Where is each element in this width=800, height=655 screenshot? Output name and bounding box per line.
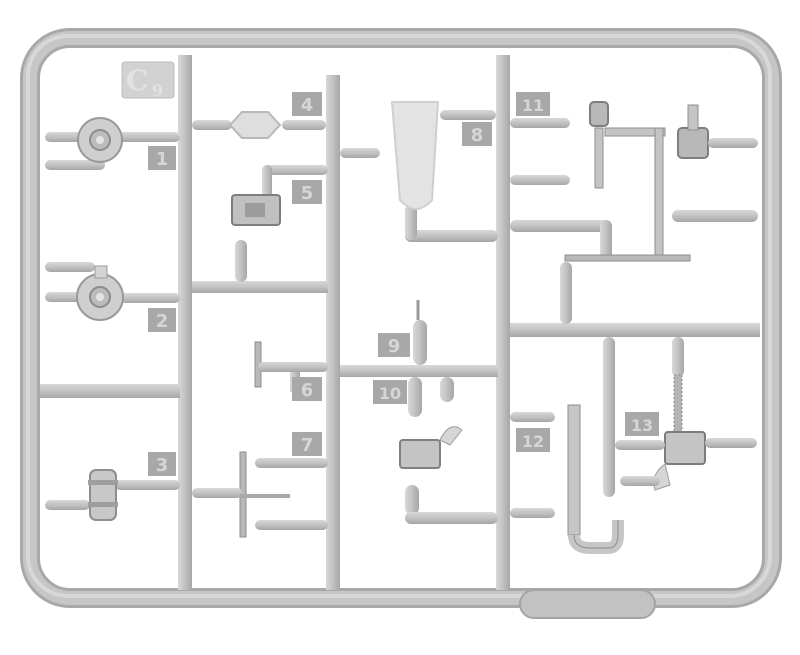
- svg-text:7: 7: [301, 435, 314, 456]
- part-tag-8: 8: [462, 122, 492, 146]
- part-tag-11: 11: [516, 92, 550, 116]
- svg-text:9: 9: [388, 336, 401, 357]
- sprue-runners: [40, 55, 760, 590]
- svg-text:10: 10: [379, 384, 401, 403]
- part-9-10-lever: [399, 300, 498, 524]
- sprue-letter: C: [126, 64, 148, 97]
- part-tag-13: 13: [625, 412, 659, 436]
- part-2-wheel: [45, 262, 180, 321]
- part-tag-1: 1: [148, 146, 176, 170]
- part-4-nut: [192, 111, 326, 139]
- part-8-clear-lens: [340, 101, 498, 242]
- part-tag-6: 6: [292, 377, 322, 401]
- part-5-box: [231, 165, 328, 282]
- sprue-frame: [20, 28, 782, 619]
- part-12-pipe: [510, 337, 624, 554]
- part-tag-7: 7: [292, 432, 322, 456]
- svg-text:3: 3: [156, 455, 169, 476]
- svg-text:1: 1: [156, 149, 169, 170]
- part-tag-9: 9: [378, 333, 410, 357]
- svg-text:13: 13: [631, 416, 653, 435]
- part-3-barrel: [45, 469, 180, 521]
- part-7-shaft: [192, 451, 328, 538]
- part-tag-12: 12: [516, 428, 550, 452]
- svg-text:2: 2: [156, 311, 169, 332]
- part-number-tags: 1 2 3 4 5 6 7 8: [148, 92, 659, 476]
- sprue-number: 9: [152, 81, 163, 100]
- part-tag-3: 3: [148, 452, 176, 476]
- svg-text:5: 5: [301, 183, 314, 204]
- part-tag-10: 10: [373, 380, 407, 404]
- part-tag-2: 2: [148, 308, 176, 332]
- part-tag-4: 4: [292, 92, 322, 116]
- svg-text:11: 11: [522, 96, 544, 115]
- part-13-bracket: [615, 337, 757, 491]
- svg-text:6: 6: [301, 380, 314, 401]
- part-1-wheel: [45, 117, 180, 170]
- part-11-assembly: [510, 101, 758, 324]
- svg-text:4: 4: [301, 95, 314, 116]
- svg-text:12: 12: [522, 432, 544, 451]
- svg-text:8: 8: [471, 125, 484, 146]
- sprue-id-logo: C 9: [121, 61, 175, 100]
- part-tag-5: 5: [292, 180, 322, 204]
